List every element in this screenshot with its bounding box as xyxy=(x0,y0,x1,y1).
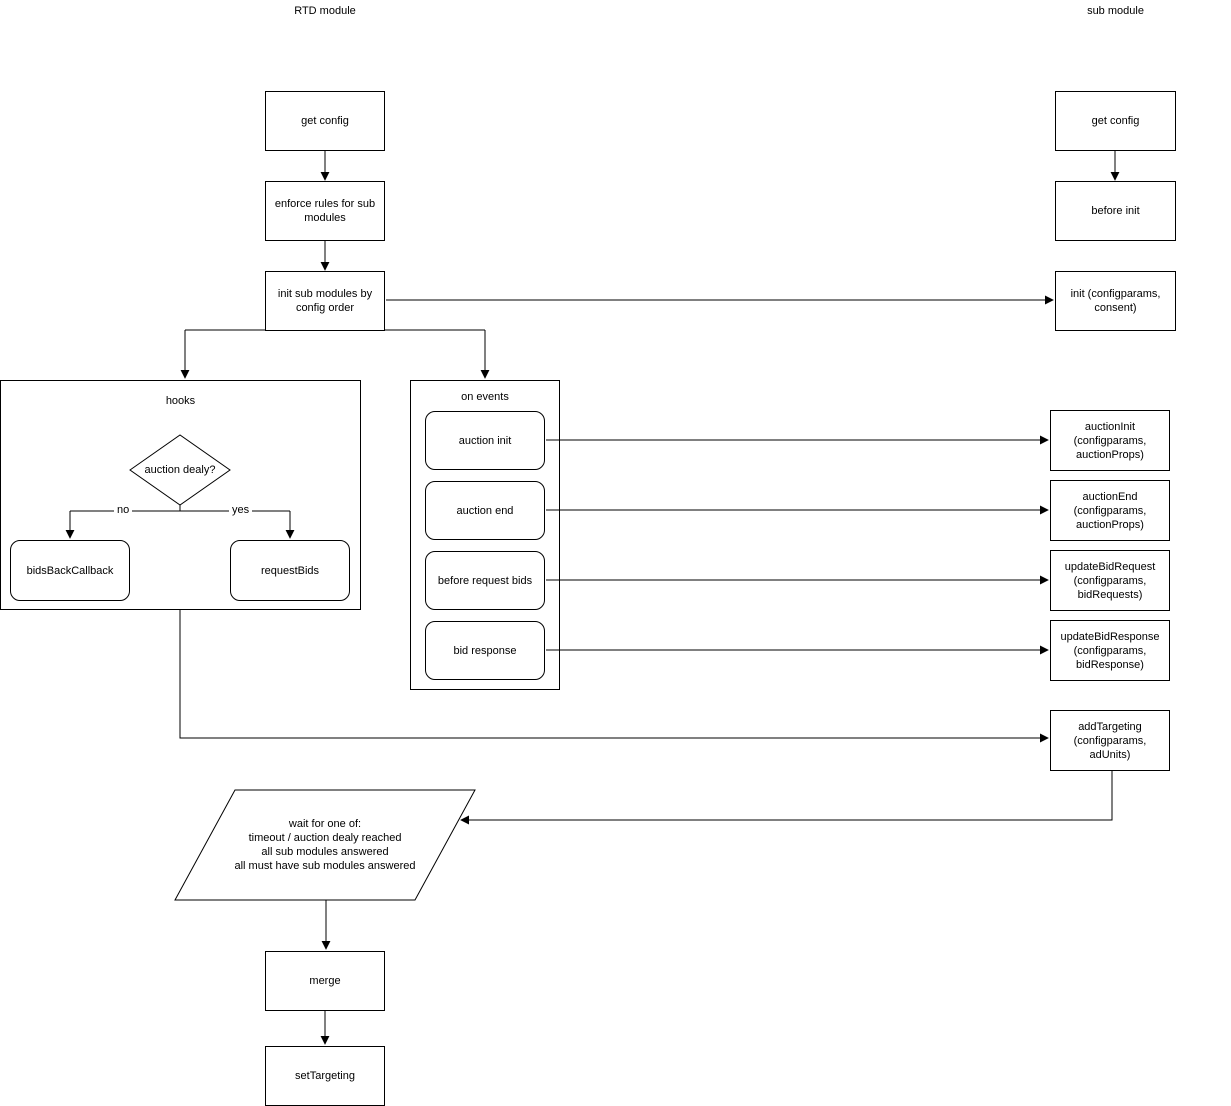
node-auctioninit-handler: auctionInit (configparams, auctionProps) xyxy=(1050,410,1170,471)
connector-addtargeting-to-wait xyxy=(460,771,1113,825)
node-enforce-rules: enforce rules for sub modules xyxy=(265,181,385,241)
node-init-sub-modules: init sub modules by config order xyxy=(265,271,385,331)
on-events-group-title: on events xyxy=(461,391,509,403)
column-title-rtd-module: RTD module xyxy=(294,5,356,17)
edge-label-yes: yes xyxy=(229,504,253,516)
node-auction-end: auction end xyxy=(425,481,545,540)
wait-parallelogram-label: wait for one of: timeout / auction dealy… xyxy=(234,818,416,872)
node-before-init: before init xyxy=(1055,181,1176,241)
edge-label-no: no xyxy=(114,504,133,516)
node-get-config-rtd: get config xyxy=(265,91,385,151)
node-updatebidresponse-handler: updateBidResponse (configparams, bidResp… xyxy=(1050,620,1170,681)
decision-diamond-label: auction dealy? xyxy=(144,464,216,476)
node-auctionend-handler: auctionEnd (configparams, auctionProps) xyxy=(1050,480,1170,541)
node-before-request-bids: before request bids xyxy=(425,551,545,610)
node-bidsbackcallback: bidsBackCallback xyxy=(10,540,130,601)
node-requestbids: requestBids xyxy=(230,540,350,601)
column-title-sub-module: sub module xyxy=(1087,5,1144,17)
node-updatebidrequest-handler: updateBidRequest (configparams, bidReque… xyxy=(1050,550,1170,611)
node-get-config-sub: get config xyxy=(1055,91,1176,151)
node-bid-response: bid response xyxy=(425,621,545,680)
hooks-group-title: hooks xyxy=(165,395,196,407)
node-settargeting: setTargeting xyxy=(265,1046,385,1106)
node-addtargeting-handler: addTargeting (configparams, adUnits) xyxy=(1050,710,1170,771)
node-auction-init: auction init xyxy=(425,411,545,470)
hooks-group-box: hooks xyxy=(0,380,361,610)
connector-hooks-to-addtargeting xyxy=(179,610,1049,743)
node-merge: merge xyxy=(265,951,385,1011)
node-init-configparams: init (configparams, consent) xyxy=(1055,271,1176,331)
